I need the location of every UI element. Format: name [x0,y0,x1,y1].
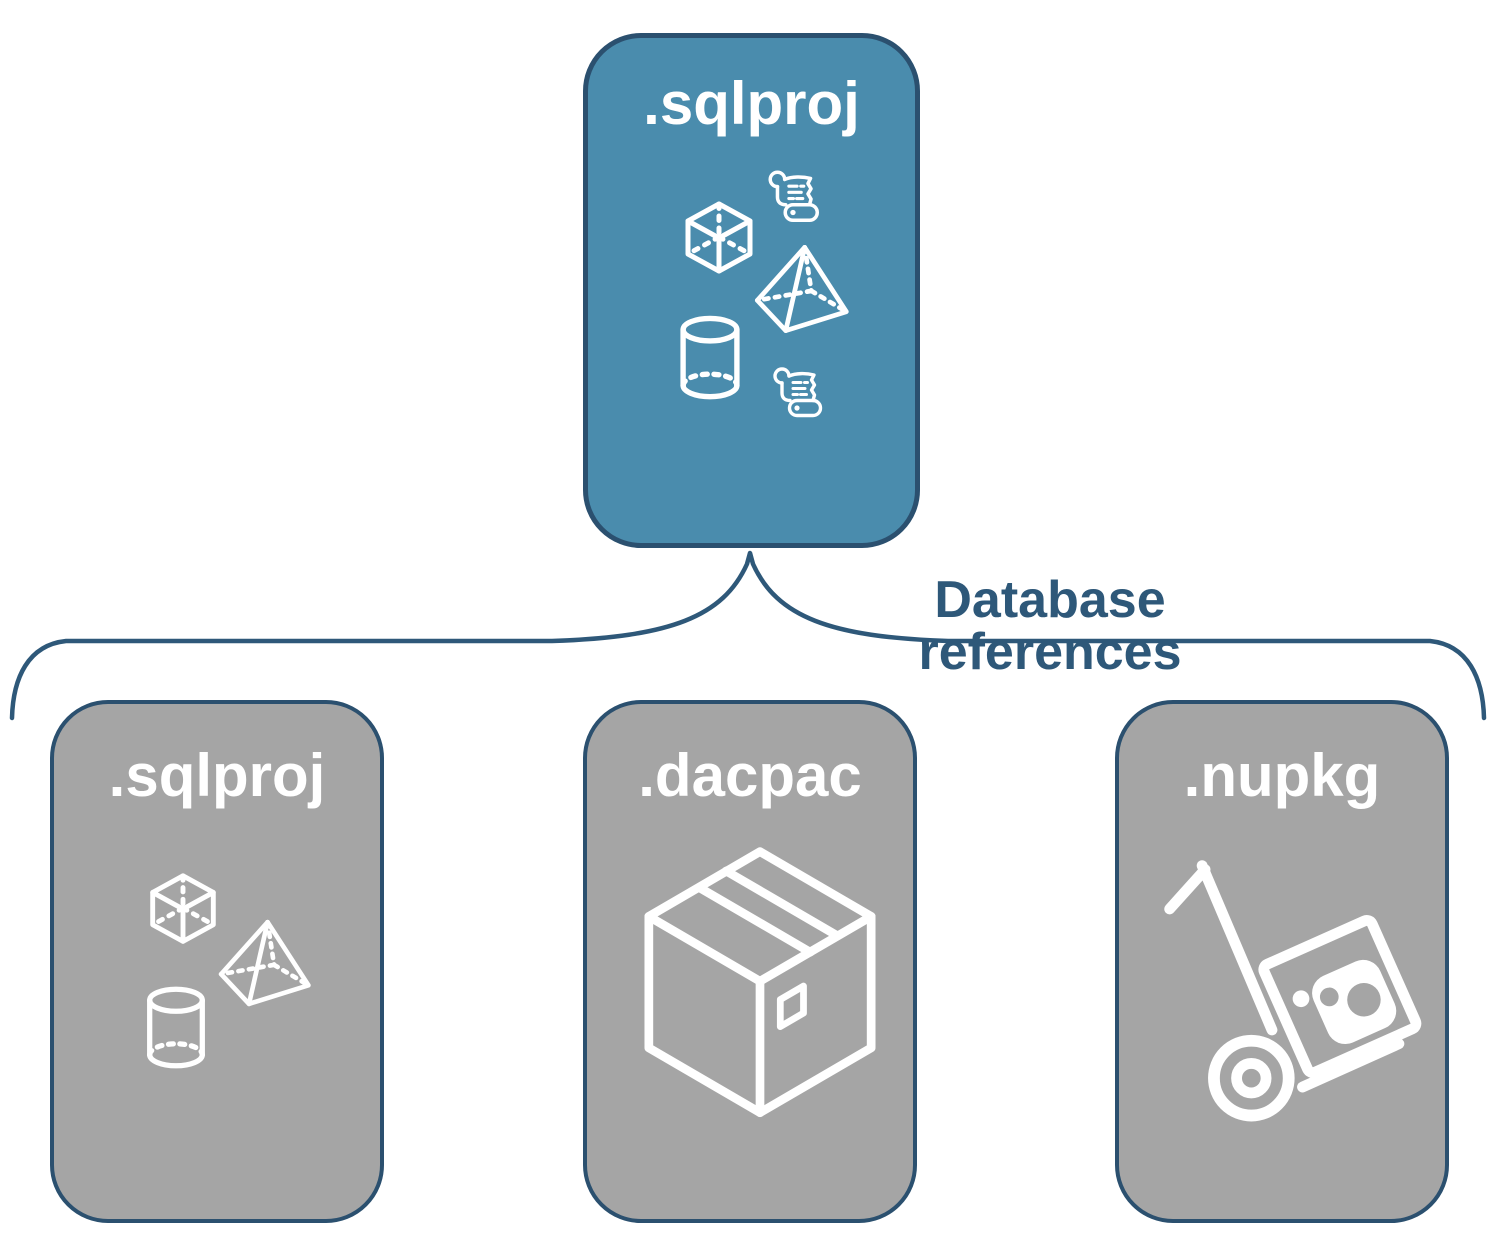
cylinder-icon [147,986,205,1069]
card-sqlproj-root: .sqlproj [583,33,920,548]
card-title: .sqlproj [643,70,860,137]
connector-label: Database references [918,571,1182,681]
scroll-icon [773,367,823,418]
pyramid-icon [218,919,311,1007]
cube-icon [150,873,216,944]
scroll-icon [768,170,820,223]
card-title: .sqlproj [108,742,326,809]
card-title: .nupkg [1183,742,1381,809]
cylinder-icon [680,315,740,400]
card-title: .dacpac [638,742,862,809]
card-nupkg: .nupkg [1115,700,1449,1223]
cube-icon [685,201,753,274]
hand-truck-nuget-icon [1164,860,1422,1122]
card-sqlproj-child: .sqlproj [50,700,384,1223]
card-dacpac: .dacpac [583,700,917,1223]
package-box-icon [644,847,876,1118]
pyramid-icon [754,244,849,334]
